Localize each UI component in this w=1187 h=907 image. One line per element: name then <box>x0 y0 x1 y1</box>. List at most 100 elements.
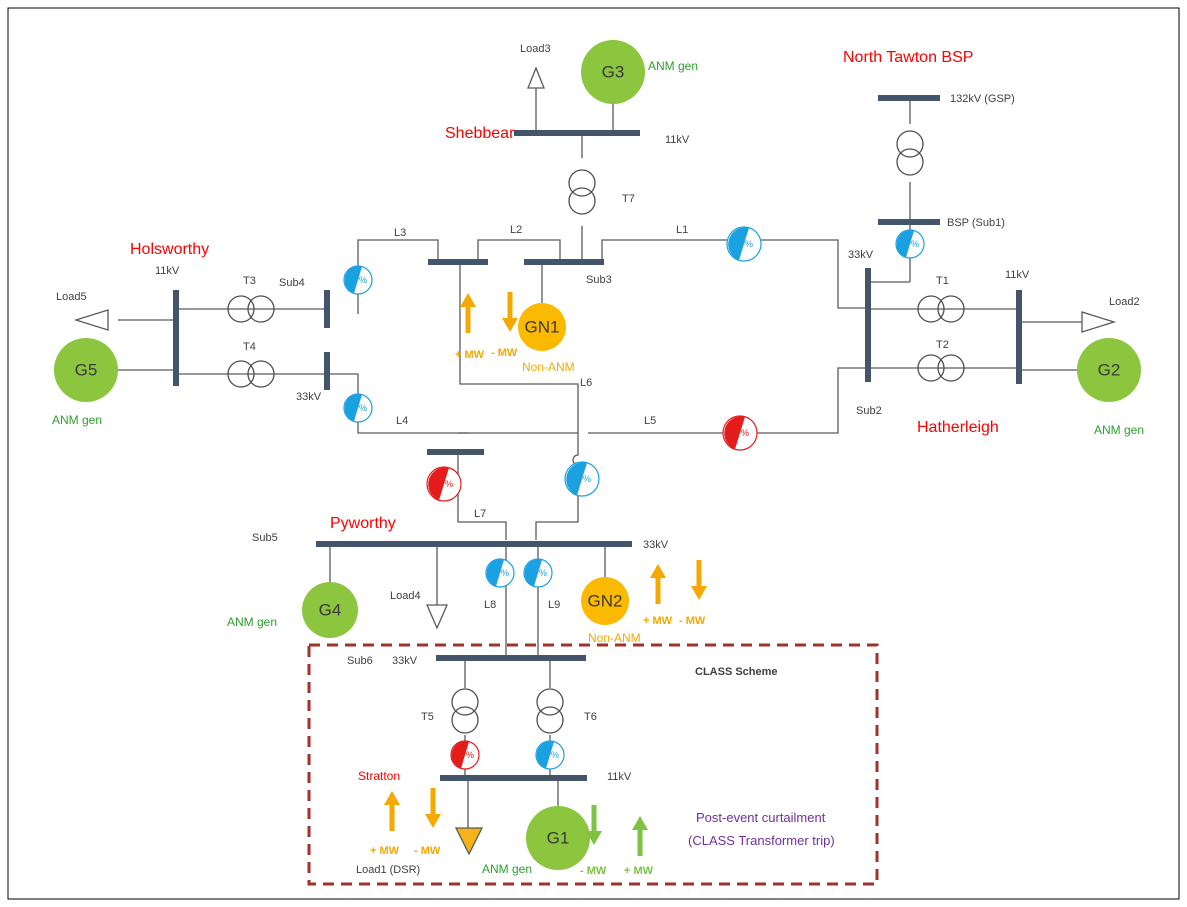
generator-g4: G4 <box>302 582 358 638</box>
label-t6: T6 <box>584 711 597 723</box>
svg-text:??%: ??% <box>541 750 559 760</box>
svg-text:??%: ??% <box>573 474 591 484</box>
svg-text:??%: ??% <box>349 275 367 285</box>
load1-dsr-icon <box>454 827 484 856</box>
label-shebbear-11kv: 11kV <box>665 134 690 146</box>
site-hatherleigh: Hatherleigh <box>917 419 999 436</box>
g1-plus-mw: + MW <box>624 865 654 877</box>
label-sub6: Sub6 <box>347 655 373 667</box>
curtailment-line1: Post-event curtailment <box>696 810 826 825</box>
label-l1: L1 <box>676 224 688 236</box>
label-sub2: Sub2 <box>856 405 882 417</box>
label-t4: T4 <box>243 341 256 353</box>
label-pyworthy-33kv: 33kV <box>643 539 669 551</box>
diagram-frame <box>7 7 1180 900</box>
gn2-type: Non-ANM <box>588 631 641 645</box>
label-hatherleigh-33kv: 33kV <box>848 249 874 261</box>
label-bsp: BSP (Sub1) <box>947 217 1005 229</box>
load1-plus-mw: + MW <box>370 845 400 857</box>
gn1-type: Non-ANM <box>522 360 575 374</box>
label-t2: T2 <box>936 339 949 351</box>
svg-text:??%: ??% <box>901 239 919 249</box>
meter-l1: ??% <box>726 226 762 262</box>
label-sub5: Sub5 <box>252 532 278 544</box>
label-holsworthy-11kv: 11kV <box>155 265 180 277</box>
label-sub6-33kv: 33kV <box>392 655 418 667</box>
site-shebbear: Shebbear <box>445 125 515 142</box>
label-t7: T7 <box>622 193 635 205</box>
label-l8: L8 <box>484 599 496 611</box>
label-t5: T5 <box>421 711 434 723</box>
site-north-tawton: North Tawton BSP <box>843 49 973 66</box>
label-sub3: Sub3 <box>586 274 612 286</box>
svg-text:??%: ??% <box>735 239 753 249</box>
svg-text:??%: ??% <box>456 750 474 760</box>
meter-l5: ??% <box>722 415 758 451</box>
svg-text:??%: ??% <box>349 403 367 413</box>
load5-icon <box>73 309 109 331</box>
site-stratton: Stratton <box>358 769 400 783</box>
site-pyworthy: Pyworthy <box>330 515 396 532</box>
gn1-minus-mw: - MW <box>491 347 518 359</box>
g1-type: ANM gen <box>482 862 532 876</box>
label-load2: Load2 <box>1109 296 1140 308</box>
generator-gn1: GN1 <box>518 303 566 351</box>
g2-type: ANM gen <box>1094 423 1144 437</box>
class-scheme-box <box>307 643 879 886</box>
gn2-plus-mw: + MW <box>643 615 673 627</box>
label-t1: T1 <box>936 275 949 287</box>
curtailment-line2: (CLASS Transformer trip) <box>688 833 835 848</box>
label-hatherleigh-11kv: 11kV <box>1005 269 1030 281</box>
meter-l8: ??% <box>485 558 515 588</box>
label-l4: L4 <box>396 415 408 427</box>
meter-t6: ??% <box>535 740 565 770</box>
generator-g1: G1 <box>526 806 590 870</box>
generator-g2-label: G2 <box>1098 361 1121 380</box>
g4-type: ANM gen <box>227 615 277 629</box>
label-l3: L3 <box>394 227 406 239</box>
generator-g5-label: G5 <box>75 361 98 380</box>
generator-g4-label: G4 <box>319 601 342 620</box>
label-l7: L7 <box>474 508 486 520</box>
generator-gn1-label: GN1 <box>525 318 560 337</box>
meter-sub4-upper: ??% <box>343 265 373 295</box>
generator-g3-label: G3 <box>602 63 625 82</box>
meter-l4: ??% <box>343 393 373 423</box>
label-load1: Load1 (DSR) <box>356 864 420 876</box>
meter-bsp: ??% <box>895 229 925 259</box>
svg-text:??%: ??% <box>435 479 453 489</box>
meter-t5: ??% <box>450 740 480 770</box>
label-l6: L6 <box>580 377 592 389</box>
generator-gn2-label: GN2 <box>588 592 623 611</box>
label-load5: Load5 <box>56 291 87 303</box>
label-l2: L2 <box>510 224 522 236</box>
label-stratton-11kv: 11kV <box>607 771 632 783</box>
gn1-plus-mw: + MW <box>455 349 485 361</box>
load1-minus-mw: - MW <box>414 845 441 857</box>
loads <box>73 66 1117 856</box>
label-l9: L9 <box>548 599 560 611</box>
site-holsworthy: Holsworthy <box>130 241 209 258</box>
generator-g3: G3 <box>581 40 645 104</box>
label-load3: Load3 <box>520 43 551 55</box>
generator-g5: G5 <box>54 338 118 402</box>
g3-type: ANM gen <box>648 59 698 73</box>
label-l5: L5 <box>644 415 656 427</box>
generator-g2: G2 <box>1077 338 1141 402</box>
load3-icon <box>527 66 545 89</box>
svg-text:??%: ??% <box>491 568 509 578</box>
label-t3: T3 <box>243 275 256 287</box>
load2-icon <box>1081 311 1117 333</box>
busbars <box>173 95 1022 781</box>
svg-text:??%: ??% <box>731 428 749 438</box>
generator-g1-label: G1 <box>547 829 570 848</box>
meters: ??% ??% ??% ??% ??% ??% ??% ??% ??% ??% … <box>343 226 925 770</box>
label-load4: Load4 <box>390 590 421 602</box>
svg-text:??%: ??% <box>529 568 547 578</box>
g1-minus-mw: - MW <box>580 865 607 877</box>
load4-icon <box>426 604 448 630</box>
label-sub4: Sub4 <box>279 277 305 289</box>
label-holsworthy-33kv: 33kV <box>296 391 322 403</box>
g5-type: ANM gen <box>52 413 102 427</box>
